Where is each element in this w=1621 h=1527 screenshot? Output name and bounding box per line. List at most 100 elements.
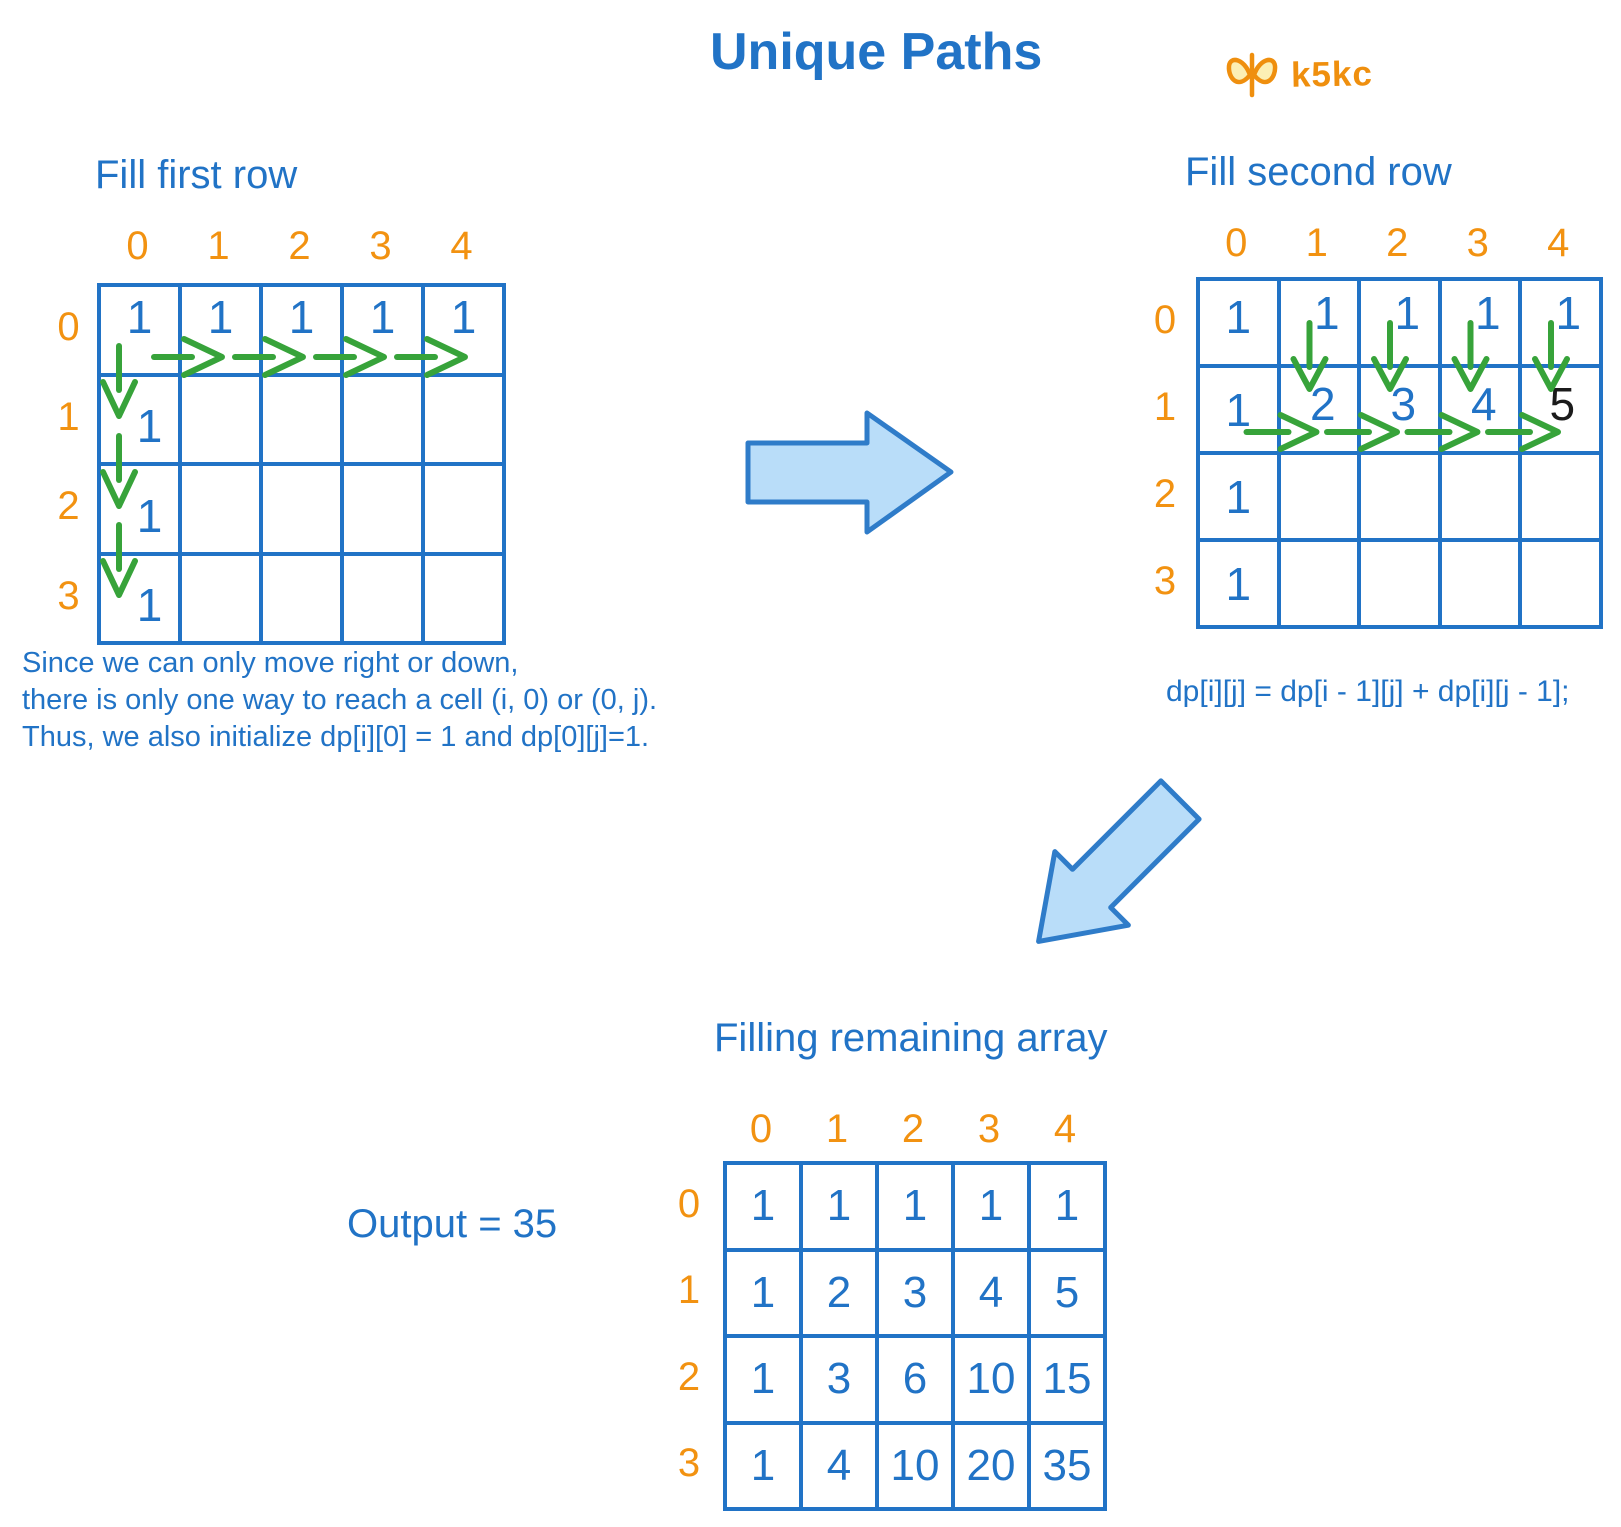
dp-cell: 1: [342, 285, 423, 375]
dp-cell: [1439, 540, 1520, 627]
cell-value: 1: [1225, 290, 1252, 343]
dp-cell: 10: [877, 1422, 953, 1509]
column-label: 1: [207, 224, 230, 268]
column-label: 2: [901, 1107, 925, 1151]
column-label: 2: [1386, 221, 1409, 265]
dp-cell: 2: [1278, 366, 1359, 453]
cell-value: 20: [966, 1440, 1016, 1490]
cell-value: 1: [750, 1181, 776, 1231]
cell-value: 1: [136, 579, 163, 632]
cell-value: 1: [1054, 1181, 1080, 1231]
cell-value: 1: [1225, 557, 1252, 610]
section-heading-fill-second-row: Fill second row: [1185, 150, 1452, 194]
dp-cell: 1: [180, 285, 261, 375]
column-label: 2: [288, 224, 311, 268]
column-label: 0: [749, 1107, 773, 1151]
dp-cell: [1520, 453, 1601, 540]
row-label: 3: [677, 1441, 701, 1486]
row-label: 2: [677, 1354, 701, 1399]
column-label: 4: [1547, 221, 1570, 265]
column-label: 3: [1466, 221, 1489, 265]
cell-value: 3: [902, 1267, 928, 1317]
column-label: 0: [1225, 221, 1248, 265]
cell-value: 1: [136, 489, 163, 542]
column-label: 1: [1305, 221, 1328, 265]
dp-cell: 1: [1359, 279, 1440, 366]
cell-value: 4: [1470, 377, 1497, 430]
row-label: 0: [1153, 298, 1177, 342]
cell-value: 1: [1313, 286, 1340, 339]
cell-value: 1: [1555, 286, 1582, 339]
dp-cell: 1: [725, 1422, 801, 1509]
dp-cell: [180, 374, 261, 464]
column-label: 1: [825, 1107, 849, 1151]
dp-cell: 3: [801, 1336, 877, 1423]
dp-cell: 1: [99, 285, 180, 375]
row-label: 0: [57, 305, 80, 350]
cell-value: 2: [1309, 377, 1336, 430]
dp-cell: 3: [1359, 366, 1440, 453]
dp-cell: 4: [801, 1422, 877, 1509]
cell-value: 3: [826, 1354, 852, 1404]
dp-cell: [261, 553, 342, 643]
output-value: Output = 35: [347, 1202, 558, 1246]
dp-cell: 20: [953, 1422, 1029, 1509]
dp-cell: 15: [1029, 1336, 1105, 1423]
dp-cell: 6: [877, 1336, 953, 1423]
dp-cell: 1: [1198, 540, 1279, 627]
dp-cell: [342, 374, 423, 464]
brand-logo: k5kc: [1224, 52, 1373, 98]
row-label: 1: [677, 1268, 701, 1313]
cell-value: 3: [1390, 377, 1417, 430]
transition-arrow-down-left-icon: [1036, 778, 1202, 944]
column-labels: 0 1 2 3 4: [1196, 222, 1603, 277]
dp-cell: [1359, 453, 1440, 540]
section-heading-fill-first-row: Fill first row: [95, 153, 298, 197]
dp-cell: 1: [1029, 1163, 1105, 1250]
cell-value: 1: [750, 1440, 776, 1490]
cell-value: 6: [902, 1354, 928, 1404]
explanation-line: there is only one way to reach a cell (i…: [22, 684, 658, 716]
cell-value: 1: [126, 290, 153, 343]
row-label: 1: [1153, 385, 1177, 429]
cell-value: 1: [750, 1354, 776, 1404]
cell-value: 1: [1474, 286, 1501, 339]
cell-value: 1: [902, 1181, 928, 1231]
column-label: 3: [977, 1107, 1001, 1151]
dp-cell: 1: [801, 1163, 877, 1250]
row-label: 2: [57, 484, 80, 529]
dp-cell: 1: [725, 1249, 801, 1336]
row-labels: 0 1 2 3: [655, 1161, 723, 1511]
dp-cell: [261, 464, 342, 554]
butterfly-icon: [1226, 52, 1278, 98]
row-label: 3: [57, 573, 80, 618]
dp-cell: 1: [423, 285, 504, 375]
dp-cell: 2: [801, 1249, 877, 1336]
dp-cell: [261, 374, 342, 464]
cell-value: 10: [966, 1354, 1016, 1404]
row-label: 3: [1153, 559, 1177, 603]
explanation-line: Thus, we also initialize dp[i][0] = 1 an…: [22, 721, 650, 753]
cell-value: 10: [890, 1440, 940, 1490]
cell-value: 4: [978, 1267, 1004, 1317]
row-label: 0: [677, 1181, 701, 1226]
dp-cell: 5: [1029, 1249, 1105, 1336]
dp-cell: [1278, 453, 1359, 540]
dp-cell: [1359, 540, 1440, 627]
dp-cell: 1: [725, 1336, 801, 1423]
cell-value: 5: [1054, 1267, 1080, 1317]
dp-cell: [1520, 540, 1601, 627]
dp-cell: [1278, 540, 1359, 627]
cell-value: 1: [450, 290, 477, 343]
cell-value: 35: [1042, 1440, 1092, 1490]
